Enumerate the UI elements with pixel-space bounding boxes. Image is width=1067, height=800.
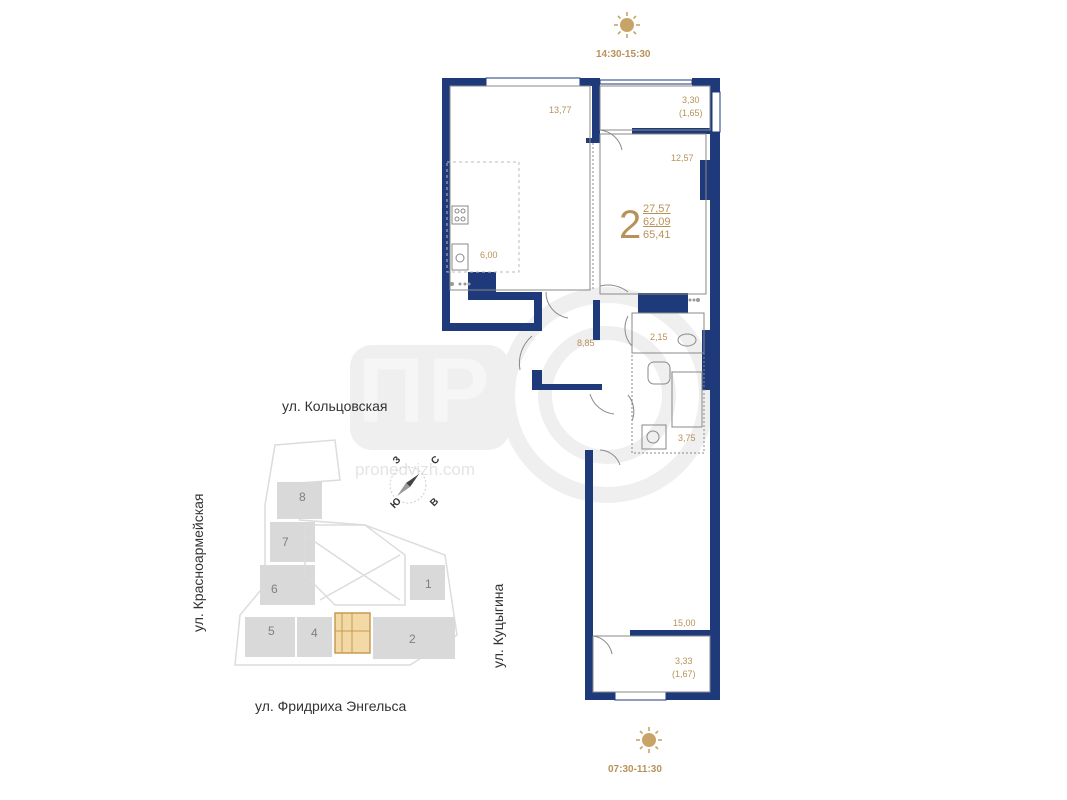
room-area-room-b: 12,57 xyxy=(671,153,694,163)
street-south: ул. Фридриха Энгельса xyxy=(255,698,407,714)
watermark-logo xyxy=(350,287,715,503)
sun-time-top: 14:30-15:30 xyxy=(596,49,651,60)
wall-left-top xyxy=(442,78,486,86)
wall-kitchen-block xyxy=(468,292,542,300)
building-label-8: 8 xyxy=(299,490,306,504)
building-1 xyxy=(410,565,445,600)
building-6 xyxy=(260,565,315,605)
room-area-wc: 2,15 xyxy=(650,332,668,342)
building-5 xyxy=(245,617,295,657)
room-area-bathroom: 3,75 xyxy=(678,433,696,443)
room-area-room-a: 13,77 xyxy=(549,105,572,115)
street-north: ул. Кольцовская xyxy=(282,398,388,414)
building-label-5: 5 xyxy=(268,624,275,638)
wall-right-outer xyxy=(710,78,720,698)
building-label-7: 7 xyxy=(282,535,289,549)
total-area-with-balconies: 65,41 xyxy=(643,229,671,241)
compass-icon xyxy=(389,466,427,504)
sun-icon-top xyxy=(614,12,640,38)
sun-time-bottom: 07:30-11:30 xyxy=(608,764,662,775)
room-area-balcony-top: 3,30 (1,65) xyxy=(679,95,703,118)
rooms-count: 2 xyxy=(619,203,642,247)
building-label-6: 6 xyxy=(271,582,278,596)
wall-left-outer xyxy=(442,78,450,331)
wall-spine xyxy=(585,450,593,700)
watermark-site-text: pronedvizh.com xyxy=(355,460,476,479)
building-label-1: 1 xyxy=(425,577,432,591)
living-area: 27,57 xyxy=(643,203,671,215)
sun-icon-bottom xyxy=(636,727,662,753)
street-east: ул. Куцыгина xyxy=(490,583,506,668)
building-7 xyxy=(270,522,315,562)
building-2 xyxy=(373,617,455,659)
wall-left-top-right xyxy=(580,78,600,86)
room-area-kitchen: 6,00 xyxy=(480,250,498,260)
building-8 xyxy=(277,482,322,519)
site-plan xyxy=(234,439,458,666)
building-label-2: 2 xyxy=(409,632,416,646)
watermark-logo-text: ПР xyxy=(358,340,494,442)
street-west: ул. Красноармейская xyxy=(190,493,206,633)
room-area-hall: 8,85 xyxy=(577,338,595,348)
apartment-areas: 27,57 62,09 65,41 xyxy=(643,203,671,242)
wall-left-bottom xyxy=(442,323,542,331)
room-area-balcony-bottom: 3,33 (1,67) xyxy=(672,656,696,679)
building-label-4: 4 xyxy=(311,626,318,640)
wall-partition xyxy=(592,78,600,138)
room-area-room-c: 15,00 xyxy=(673,618,696,628)
total-area: 62,09 xyxy=(643,216,671,228)
wall-right-top xyxy=(692,78,720,86)
building-4 xyxy=(297,617,332,657)
